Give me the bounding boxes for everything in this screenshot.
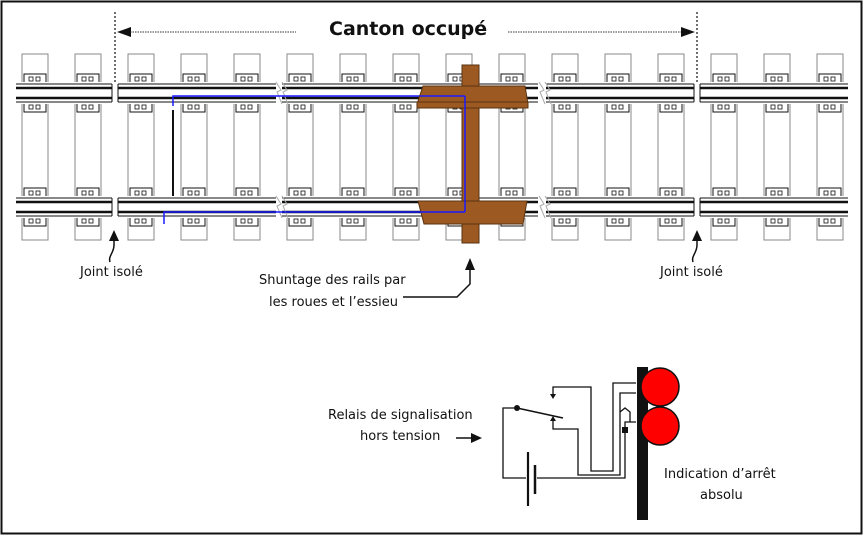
rail-clip [288,187,312,199]
relay-wire-left [502,407,526,479]
rail-segment [16,82,113,104]
rail-break-mark [544,81,552,105]
rail-break-mark [538,81,546,105]
rail-segment [117,82,276,104]
relay-armature [516,407,564,419]
relay-back-contact-wire [552,392,636,476]
wheel-top [416,85,529,105]
rail-segment [699,82,848,104]
rail-segment [546,196,695,218]
signal-label-line2: absolu [700,488,743,503]
relay-front-contact [550,394,556,399]
relay-label-line1: Relais de signalisation [328,408,473,423]
axle-bottom-stub [461,222,480,244]
block-title: Canton occupé [329,18,488,40]
joint-label-left: Joint isolé [80,265,143,280]
wheel-top-flange [416,101,529,109]
relay-label-line2: hors tension [360,429,441,444]
relay-back-contact [550,416,556,421]
rail-break-mark [275,81,283,105]
axle-top-stub [461,64,480,88]
wheelset [416,64,529,244]
rail-clip [76,215,100,227]
shunt-arrow [403,258,475,298]
rail-break-mark [544,195,552,219]
rail-clip [606,73,630,85]
rail-segment [117,196,276,218]
joint-arrow-right [691,230,702,263]
relay-front-contact-wire [552,382,636,472]
rail-break-mark [281,81,289,105]
signal-lamp-upper [640,367,680,407]
rail-clip [182,73,206,85]
relay-junction [622,427,628,433]
joint-label-right: Joint isolé [660,265,723,280]
relay-pivot [514,405,520,411]
rail-segment [546,82,695,104]
crossover-wire [619,407,631,422]
signal-mast [637,367,648,520]
rail-clip [76,101,100,113]
rail-segment [16,196,113,218]
relay-circuit [502,382,636,506]
rail-clip [659,101,683,113]
rail-clip [606,187,630,199]
rail-segment [699,196,848,218]
block-arrow-right-head [681,27,695,37]
signal-lamp-lower [640,406,680,446]
rail-clip [182,101,206,113]
shunt-label-line1: Shuntage des rails par [259,273,406,288]
relay-arrow [456,433,482,443]
wheel-bottom [417,200,528,225]
rail-break-mark [538,195,546,219]
joint-arrow-left [108,230,119,263]
block-arrow-left-head [117,27,131,37]
shunt-label-line2: les roues et l’essieu [269,295,399,310]
signal-label-line1: Indication d’arrêt [664,467,776,482]
rail-clip [76,187,100,199]
